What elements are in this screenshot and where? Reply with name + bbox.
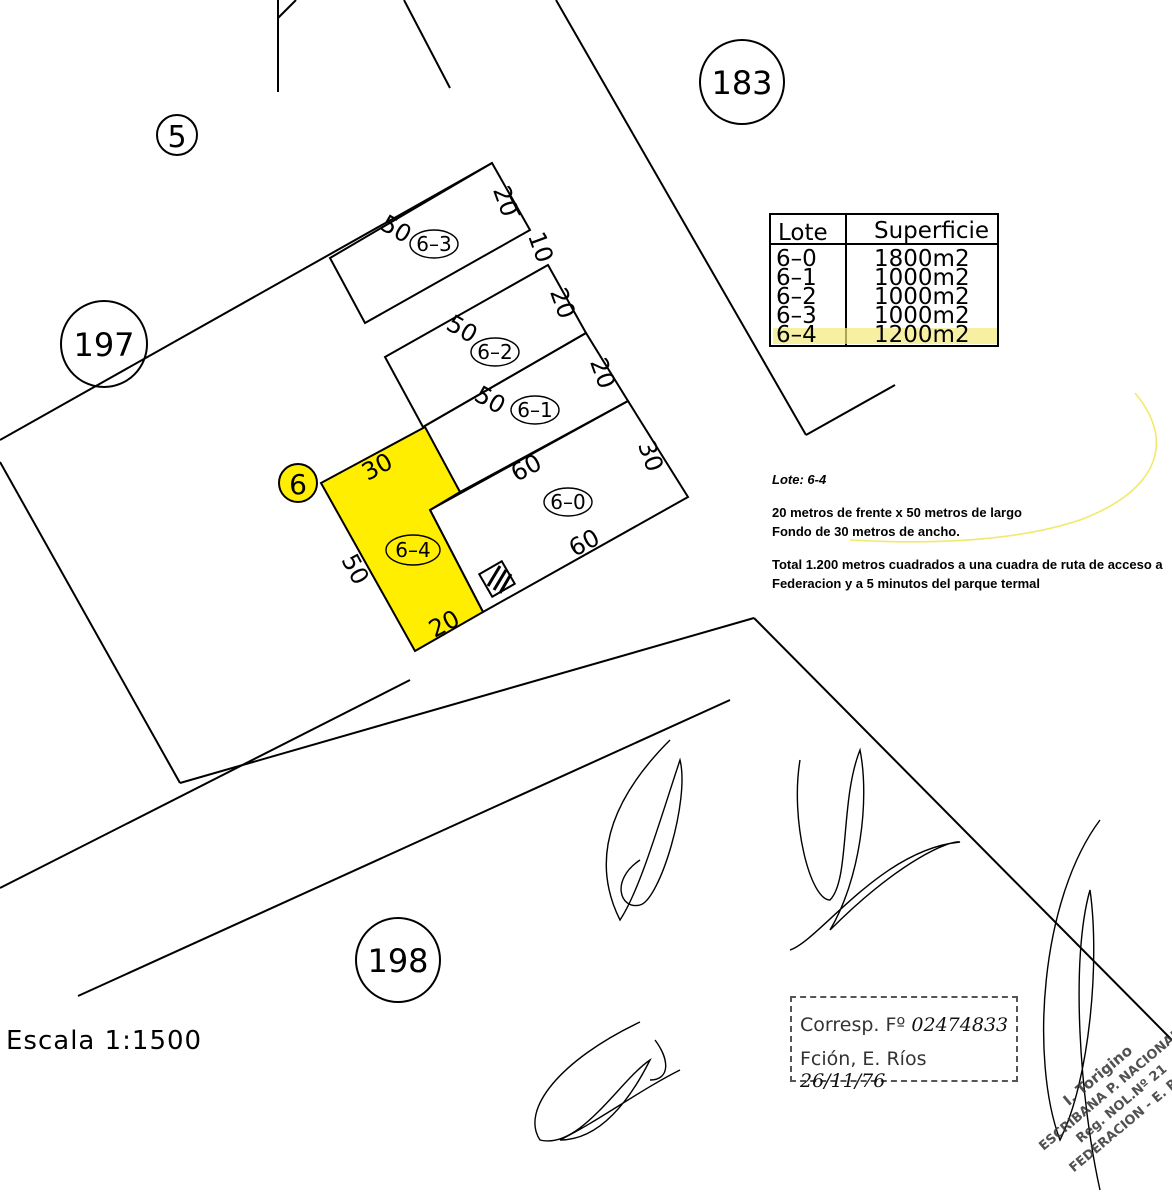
block-5-marker: 5 bbox=[156, 114, 198, 156]
signature-1 bbox=[605, 739, 683, 922]
lot-info-text: Lote: 6-4 20 metros de frente x 50 metro… bbox=[772, 470, 1172, 607]
table-row-lote: 6–3 bbox=[776, 303, 817, 329]
block-197-marker: 197 bbox=[60, 300, 148, 388]
block-5-label: 5 bbox=[167, 120, 186, 155]
table-header-superficie: Superficie bbox=[874, 218, 989, 244]
dim-6-3-depth: 20 bbox=[487, 182, 524, 220]
stamp-label-1: Corresp. Fº bbox=[800, 1014, 906, 1036]
lot-6-4-highlight bbox=[319, 425, 485, 653]
block-198-label: 198 bbox=[367, 942, 428, 980]
table-row-superficie: 1800m2 bbox=[874, 246, 970, 272]
lot-info-line2: Fondo de 30 metros de ancho. bbox=[772, 524, 960, 539]
block-197-label: 197 bbox=[73, 326, 134, 364]
stamp-line-1: Corresp. Fº 02474833 bbox=[800, 1014, 1008, 1036]
block-183-label: 183 bbox=[711, 64, 772, 102]
lot-6-marker: 6 bbox=[278, 463, 318, 503]
table-row-superficie: 1000m2 bbox=[874, 303, 970, 329]
lot-6-3-tag: 6–3 bbox=[409, 229, 459, 259]
stamp-line-2: Fción, E. Ríos 26/11/76 bbox=[800, 1048, 1016, 1092]
table-row-superficie: 1000m2 bbox=[874, 284, 970, 310]
dim-6-0-depth: 30 bbox=[632, 437, 669, 475]
lot-info-line1: 20 metros de frente x 50 metros de largo bbox=[772, 505, 1022, 520]
lot-6-2-label: 6–2 bbox=[477, 340, 512, 364]
signature-4 bbox=[534, 1021, 681, 1142]
table-row-lote: 6–2 bbox=[776, 284, 817, 310]
dim-6-1-depth: 20 bbox=[584, 354, 621, 392]
dim-10: 10 bbox=[522, 228, 559, 266]
lot-6-0-tag: 6–0 bbox=[543, 487, 593, 517]
yellow-annotation-curve bbox=[849, 392, 1158, 543]
lot-6-4-label: 6–4 bbox=[395, 538, 430, 562]
scale-label: Escala 1:1500 bbox=[6, 1026, 203, 1056]
lot-6-3-label: 6–3 bbox=[416, 232, 451, 256]
lot-info-line3: Total 1.200 metros cuadrados a una cuadr… bbox=[772, 557, 1163, 591]
block-lines bbox=[0, 0, 1172, 1041]
table-row-superficie: 1200m2 bbox=[874, 322, 970, 348]
north-arrow-icon bbox=[277, 0, 297, 92]
dim-6-1-width: 50 bbox=[470, 380, 510, 420]
notary-seal: I. Torigino ESCRIBANA P. NACIONAL Reg. N… bbox=[1036, 1027, 1172, 1176]
correspondence-stamp: Corresp. Fº 02474833 Fción, E. Ríos 26/1… bbox=[790, 996, 1018, 1092]
dim-6-2-depth: 20 bbox=[544, 284, 581, 322]
lot-6-0-label: 6–0 bbox=[550, 490, 585, 514]
table-header-lote: Lote bbox=[778, 220, 828, 246]
dim-6-0-bottom: 60 bbox=[564, 523, 604, 562]
stamp-value-2: 26/11/76 bbox=[800, 1070, 886, 1092]
table-row-lote: 6–1 bbox=[776, 265, 817, 291]
hatched-square-icon bbox=[477, 559, 517, 599]
stamp-value-1: 02474833 bbox=[911, 1014, 1009, 1036]
stamp-label-2: Fción, E. Ríos bbox=[800, 1048, 927, 1070]
signature-3 bbox=[1042, 819, 1101, 1191]
table-row-lote: 6–4 bbox=[776, 322, 817, 348]
lot-6-1-tag: 6–1 bbox=[510, 395, 560, 425]
lot-6-label: 6 bbox=[289, 468, 307, 501]
lot-6-1-label: 6–1 bbox=[517, 398, 552, 422]
signature-2 bbox=[789, 747, 961, 951]
surface-table: Lote Superficie 6–0 1800m2 6–1 1000m2 6–… bbox=[769, 213, 999, 348]
table-row-highlight bbox=[773, 328, 997, 344]
lot-6-4-tag: 6–4 bbox=[385, 534, 441, 566]
block-183-marker: 183 bbox=[699, 39, 785, 125]
dim-6-0-top: 60 bbox=[506, 448, 546, 487]
table-row-superficie: 1000m2 bbox=[874, 265, 970, 291]
lot-6-3-outline bbox=[328, 161, 532, 325]
table-row-lote: 6–0 bbox=[776, 246, 817, 272]
lot-6-2-tag: 6–2 bbox=[470, 337, 520, 367]
lot-info-title: Lote: 6-4 bbox=[772, 472, 827, 487]
block-198-marker: 198 bbox=[355, 917, 441, 1003]
